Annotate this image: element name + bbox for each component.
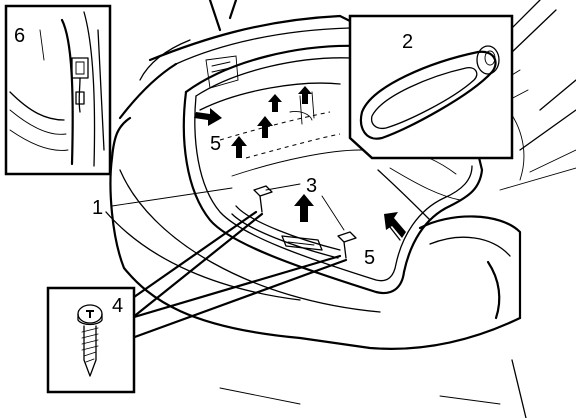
- arrow-up-left-1: [231, 136, 247, 158]
- inset-wiring: [4, 4, 112, 176]
- callout-6: 6: [14, 25, 25, 47]
- clip-right: [337, 231, 357, 243]
- callout-5-left: 5: [210, 133, 221, 155]
- screw-icon: [77, 304, 103, 377]
- trim-panel: [231, 185, 357, 259]
- callout-3: 3: [306, 175, 317, 197]
- callout-2: 2: [402, 31, 413, 53]
- callout-4: 4: [112, 295, 123, 317]
- callout-1: 1: [92, 197, 103, 219]
- arrow-up-left-2: [257, 116, 273, 138]
- arrow-up-left-4: [298, 86, 312, 104]
- handle-knob-icon: [476, 45, 500, 75]
- arrow-right-left: [194, 108, 222, 126]
- inset-handle-cover: [348, 14, 514, 160]
- connector-icon: [71, 57, 89, 79]
- leader-lines: [111, 43, 477, 340]
- car-body-outline: [105, 0, 576, 418]
- callout-labels: 1 2 3 4 5 5 6: [14, 25, 413, 317]
- clip-left: [253, 185, 273, 197]
- arrow-right-side: [384, 212, 406, 238]
- inset-screw: [46, 286, 136, 394]
- callout-5-right: 5: [364, 247, 375, 269]
- arrow-up-center: [294, 194, 314, 222]
- release-arrows: [194, 86, 406, 241]
- arrow-up-left-3: [268, 94, 282, 112]
